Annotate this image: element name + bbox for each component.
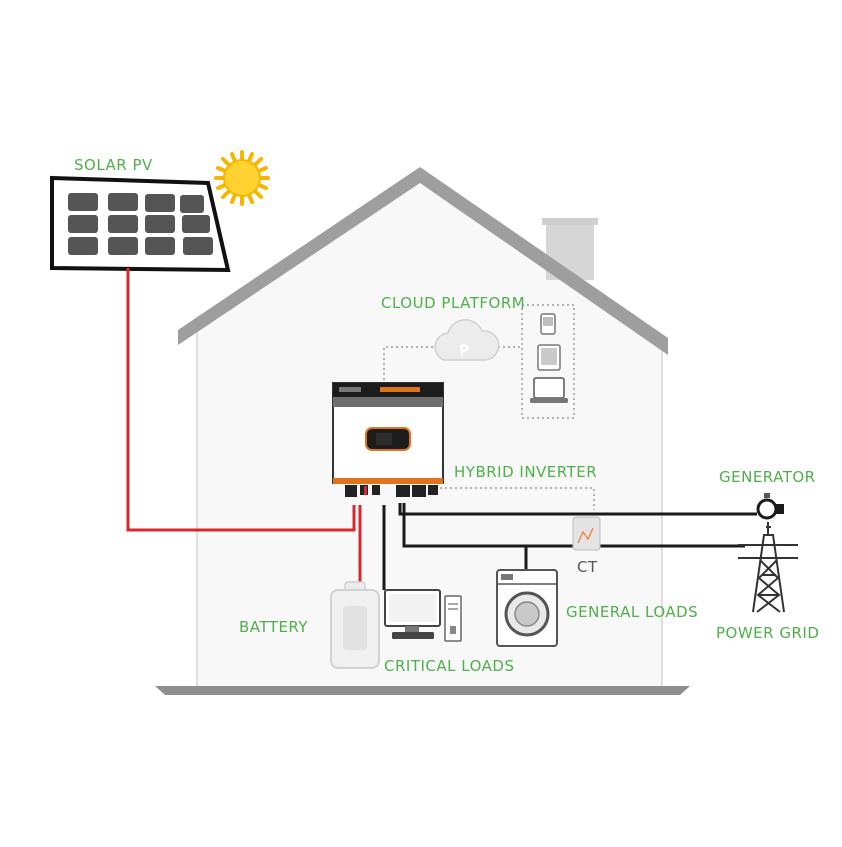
cloud-icon: P (434, 319, 500, 361)
battery-icon (330, 581, 380, 669)
label-cloud-platform: CLOUD PLATFORM (381, 294, 525, 312)
ground-line (155, 686, 690, 695)
label-battery: BATTERY (239, 618, 308, 636)
pv-wire (126, 268, 356, 532)
phone-icon (540, 313, 556, 335)
label-general-loads: GENERAL LOADS (566, 603, 698, 621)
computer-icon (384, 589, 462, 642)
ct-icon (572, 516, 601, 551)
label-ct: CT (577, 558, 598, 576)
label-critical-loads: CRITICAL LOADS (384, 657, 514, 675)
tablet-icon (537, 344, 561, 371)
inverter-icon (332, 382, 444, 497)
washing-machine-icon (496, 569, 558, 647)
pylon-icon (738, 522, 798, 613)
label-hybrid-inverter: HYBRID INVERTER (454, 463, 597, 481)
ac-wiring (382, 503, 757, 590)
solar-panel-icon (50, 175, 231, 273)
laptop-icon (530, 377, 568, 403)
generator-icon (756, 493, 784, 520)
sun-icon (214, 150, 270, 206)
svg-text:P: P (459, 343, 469, 359)
label-generator: GENERATOR (719, 468, 816, 486)
label-solar-pv: SOLAR PV (74, 156, 153, 174)
label-power-grid: POWER GRID (716, 624, 819, 642)
